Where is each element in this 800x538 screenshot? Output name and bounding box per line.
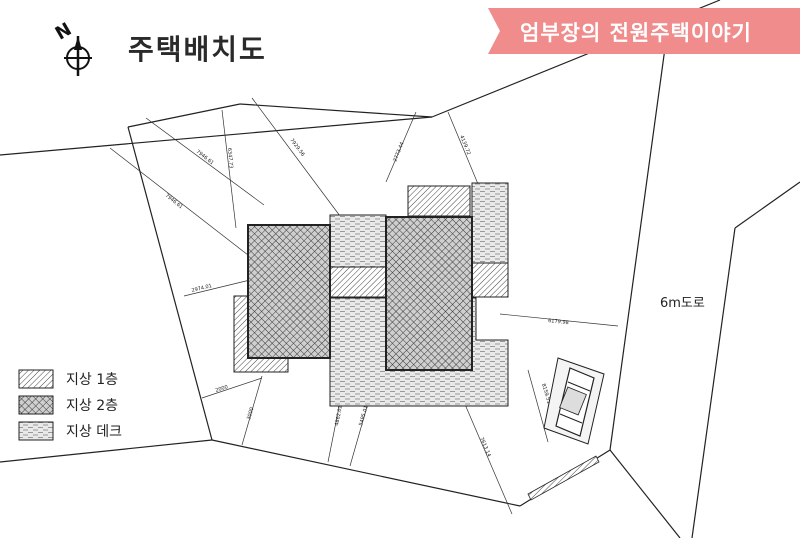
legend-swatch-floor2 (18, 395, 54, 415)
floor2-east (385, 216, 473, 371)
legend-item: 지상 데크 (18, 418, 122, 444)
deck-area-top-right (471, 182, 509, 264)
deck-area-top-left (329, 214, 387, 268)
legend-item: 지상 1층 (18, 366, 122, 392)
dimension-label: 7929.56 (288, 138, 305, 158)
dimension-label: 3000 (246, 407, 255, 421)
parking-space (543, 357, 605, 445)
building-footprint (233, 182, 509, 407)
dimension-label: 4139.72 (458, 135, 471, 156)
compass-north-letter: N (52, 19, 76, 45)
dimension-label: 7613.14 (478, 436, 492, 457)
floor1-east (471, 262, 509, 298)
legend-label: 지상 1층 (66, 372, 118, 388)
legend: 지상 1층 지상 2층 지상 데크 (18, 366, 122, 444)
banner-title: 엄부장의 전원주택이야기 (520, 21, 752, 45)
page-title: 주택배치도 (128, 33, 267, 66)
driveway-strip (527, 455, 600, 501)
dimension-label: 7946.61 (164, 193, 184, 210)
dimension-label: 4862.02 (334, 405, 344, 426)
legend-item: 지상 2층 (18, 392, 122, 418)
dimension-label: 5495.01 (358, 405, 369, 427)
dimension-label: 7946.61 (195, 149, 215, 166)
dimension-label: 2000 (215, 384, 229, 394)
dimension-label: 6179.98 (548, 318, 569, 326)
legend-swatch-floor1 (18, 369, 54, 389)
dimension-label: 2773.44 (392, 141, 405, 162)
floor1-north-room (407, 185, 471, 217)
floor2-west (247, 224, 331, 359)
compass-icon (64, 36, 92, 76)
floor1-center (329, 266, 387, 298)
banner (488, 8, 800, 54)
dimension-label: 8159.51 (540, 383, 551, 405)
dimension-label: 2974.01 (191, 283, 213, 294)
dimension-label: 6347.73 (226, 148, 234, 169)
legend-label: 지상 데크 (66, 424, 122, 440)
legend-label: 지상 2층 (66, 398, 118, 414)
road-label: 6m도로 (660, 296, 705, 311)
banner-background (488, 8, 800, 54)
legend-swatch-deck (18, 421, 54, 441)
